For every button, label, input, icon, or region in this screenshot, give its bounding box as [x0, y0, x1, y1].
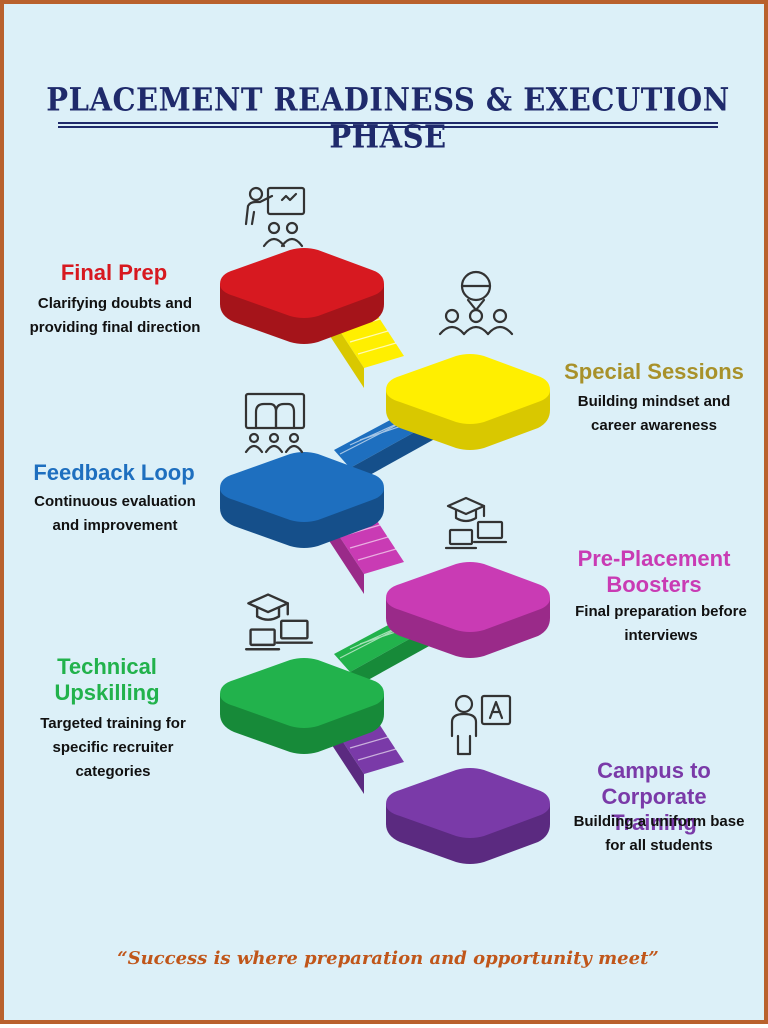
- stage-desc-line: specific recruiter: [52, 739, 174, 756]
- classroom-board-icon: [244, 392, 306, 454]
- graduation-laptop-icon: [444, 496, 508, 550]
- stage-desc-feedback-loop: Continuous evaluation and improvement: [6, 490, 224, 538]
- stage-desc-line: Clarifying doubts and: [37, 295, 193, 312]
- landing-feedback-loop: [220, 452, 384, 548]
- stage-desc-line: Building a uniform base: [573, 813, 745, 830]
- stage-desc-line: interviews: [624, 627, 698, 644]
- landing-pre-placement-boosters: [386, 562, 550, 658]
- stage-title-feedback-loop: Feedback Loop: [33, 460, 195, 485]
- page-title: Placement Readiness & Execution Phase: [46, 80, 730, 156]
- teacher-presenting-icon: [244, 186, 306, 248]
- footer-quote: “Success is where preparation and opport…: [117, 948, 659, 969]
- stage-title-campus-to-corporate: Campus to Corporate Training: [544, 758, 764, 836]
- speaker-audience-icon: [438, 270, 514, 336]
- landing-technical-upskilling: [220, 658, 384, 754]
- stage-desc-line: Continuous evaluation: [34, 493, 196, 510]
- staircase-diagram: [220, 248, 550, 864]
- stage-title-line: Campus to Corporate: [597, 758, 711, 809]
- stage-title-line: Training: [611, 810, 697, 835]
- stage-desc-special-sessions: Building mindset and career awareness: [554, 390, 754, 438]
- title-underline-second: [58, 126, 718, 128]
- stage-desc-line: for all students: [605, 837, 713, 854]
- graduation-laptop-icon-2: [244, 593, 314, 651]
- stage-title-final-prep: Final Prep: [60, 260, 168, 285]
- stage-title-line: Upskilling: [54, 680, 160, 705]
- stage-title-line: Pre-Placement: [577, 546, 731, 571]
- stage-title-line: Technical: [57, 654, 157, 679]
- person-board-icon: [450, 694, 512, 756]
- stage-desc-line: providing final direction: [29, 319, 201, 336]
- stage-desc-line: Targeted training for: [40, 715, 186, 732]
- stage-desc-line: and improvement: [52, 517, 178, 534]
- title-underline: [58, 122, 718, 124]
- stage-desc-technical-upskilling: Targeted training for specific recruiter…: [8, 712, 218, 784]
- stage-desc-campus-to-corporate: Building a uniform base for all students: [554, 810, 764, 858]
- stage-title-pre-placement-boosters: Pre-Placement Boosters: [554, 546, 754, 598]
- stage-desc-line: categories: [75, 763, 151, 780]
- stage-title-line: Boosters: [606, 572, 702, 597]
- stage-title-special-sessions: Special Sessions: [564, 359, 744, 384]
- stage-desc-line: Building mindset and: [577, 393, 731, 410]
- stage-desc-pre-placement-boosters: Final preparation before interviews: [556, 600, 766, 648]
- landing-campus-to-corporate: [386, 768, 550, 864]
- stage-desc-line: career awareness: [591, 417, 717, 434]
- stage-desc-line: Final preparation before: [575, 603, 747, 620]
- stage-desc-final-prep: Clarifying doubts and providing final di…: [4, 292, 226, 340]
- stage-title-technical-upskilling: Technical Upskilling: [4, 654, 210, 706]
- landing-final-prep: [220, 248, 384, 344]
- landing-special-sessions: [386, 354, 550, 450]
